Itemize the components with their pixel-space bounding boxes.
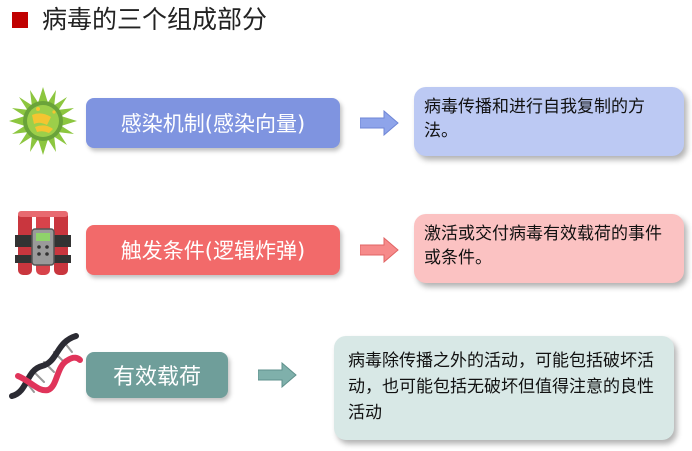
arrow-right-icon	[258, 362, 297, 388]
page-title: 病毒的三个组成部分	[42, 5, 268, 34]
virus-icon	[9, 87, 77, 155]
infection-mechanism-label: 感染机制(感染向量)	[86, 98, 340, 148]
trigger-condition-label: 触发条件(逻辑炸弹)	[86, 225, 340, 275]
arrow-right-icon	[360, 110, 399, 136]
bomb-icon	[15, 211, 71, 275]
dna-icon	[9, 333, 83, 399]
payload-description: 病毒除传播之外的活动，可能包括破坏活动，也可能包括无破坏但值得注意的良性活动	[334, 336, 674, 440]
title-bullet	[12, 12, 28, 28]
infection-mechanism-description: 病毒传播和进行自我复制的方法。	[414, 87, 684, 156]
payload-label: 有效载荷	[86, 352, 228, 398]
trigger-condition-description: 激活或交付病毒有效载荷的事件或条件。	[414, 214, 684, 283]
arrow-right-icon	[360, 237, 399, 263]
